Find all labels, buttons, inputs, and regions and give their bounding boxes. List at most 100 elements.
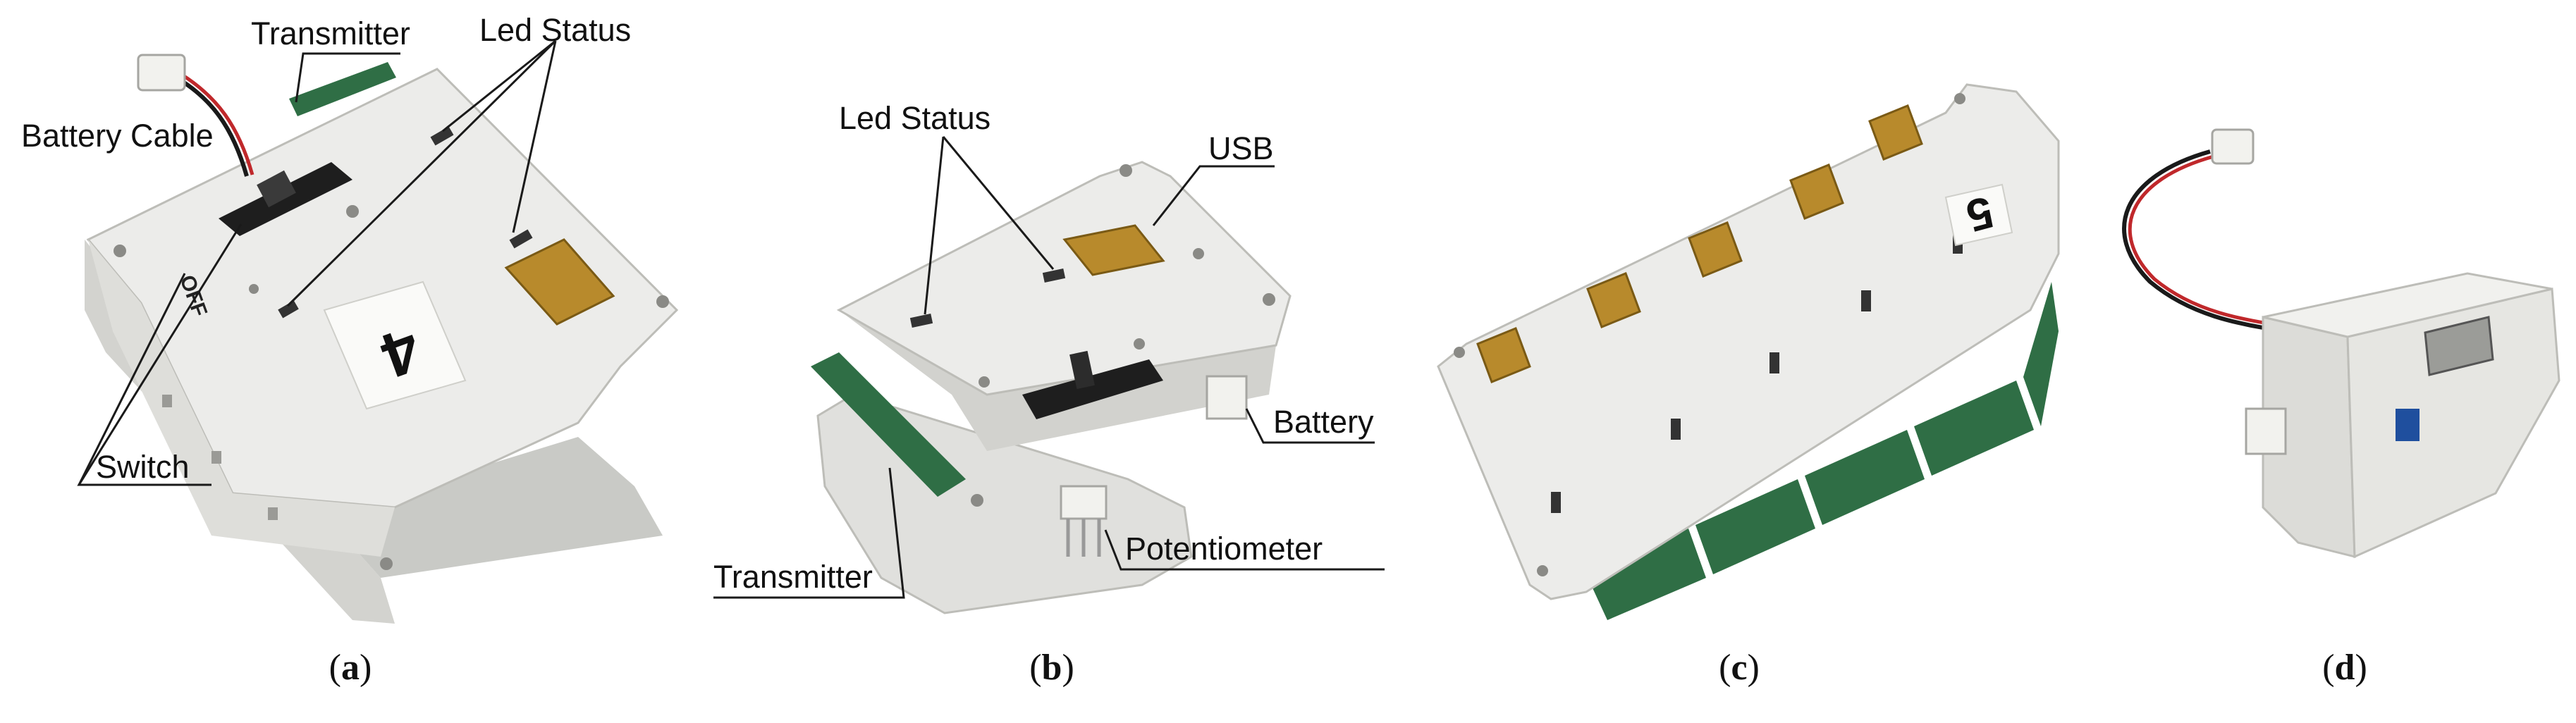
panel-c-number-tag	[1944, 183, 2013, 247]
panel-d-caption-letter: d	[2334, 648, 2355, 688]
panel-b-led-2	[1042, 268, 1066, 283]
panel-b-transmitter-pcb	[811, 352, 966, 497]
panel-c-device: 5	[1437, 83, 2060, 620]
panel-b-screw	[979, 376, 990, 388]
panel-d-side-connector	[2245, 407, 2287, 455]
panel-a-flange	[88, 240, 395, 557]
panel-a-screw	[380, 557, 393, 570]
panel-b-led-leader-2	[942, 136, 1055, 270]
panel-d-caption: (d)	[2322, 650, 2367, 686]
panel-b-caption-close: )	[1062, 648, 1074, 688]
panel-c-pcb	[1914, 381, 2034, 476]
panel-c-led	[1551, 492, 1561, 513]
panel-b-potentiometer	[1060, 485, 1108, 520]
panel-b-potentiometer-label: Potentiometer	[1125, 531, 1323, 567]
panel-a-switch-label: Switch	[96, 449, 190, 485]
panel-a-usb-port	[504, 238, 615, 326]
panel-d-box-top	[2262, 272, 2553, 338]
panel-b-switch	[1022, 359, 1163, 419]
panel-b-screw	[1134, 338, 1145, 350]
panel-b-screw	[1120, 164, 1132, 177]
panel-b-device	[811, 161, 1292, 614]
panel-b-screw	[1263, 293, 1275, 306]
panel-a-side-hole	[162, 395, 172, 407]
panel-a-caption-open: (	[329, 648, 341, 688]
panel-c-led	[1770, 352, 1779, 373]
panel-b-usb-leader	[1152, 165, 1275, 226]
panel-c-caption: (c)	[1719, 650, 1760, 686]
panel-b-potentiometer-leader	[1104, 529, 1385, 571]
panel-d-device	[2122, 128, 2560, 559]
panel-b-usb-label: USB	[1208, 130, 1274, 166]
panel-b-usb-port	[1062, 224, 1165, 276]
panel-a-screw	[656, 295, 669, 308]
panel-b-caption: (b)	[1029, 650, 1074, 686]
panel-c-usb-port	[1586, 272, 1641, 328]
panel-c-usb-port	[1868, 104, 1923, 161]
panel-b-body-side	[839, 310, 1276, 451]
panel-a-led-leader-2	[512, 40, 557, 233]
panel-a-led-1	[430, 126, 454, 146]
panel-b-battery-leader	[1245, 408, 1375, 444]
panel-c-usb-port	[1789, 163, 1844, 220]
panel-b-screw	[971, 494, 983, 507]
panel-d-caption-open: (	[2322, 648, 2335, 688]
panel-b-caption-letter: b	[1041, 648, 1062, 688]
panel-a-body-shadow	[141, 310, 663, 578]
panel-a-leader-lines	[77, 39, 557, 486]
panel-d-caption-close: )	[2355, 648, 2367, 688]
panel-a-battery-cable	[175, 75, 249, 177]
panel-a-screw	[346, 205, 359, 218]
panel-a-switch	[219, 162, 352, 236]
panel-a-switch-knob	[257, 170, 296, 208]
panel-d-cable	[2122, 149, 2285, 333]
panel-c-pcb	[1805, 430, 1925, 525]
panel-b-switch-knob	[1069, 350, 1095, 390]
panel-a-side-hole	[268, 507, 278, 520]
panel-a-device: 4 OFF	[85, 54, 679, 624]
panel-b-transmitter-leader	[713, 467, 905, 599]
panel-b-battery-connector	[1206, 375, 1248, 420]
panel-c-usb-port	[1688, 221, 1743, 278]
panel-c-caption-close: )	[1747, 648, 1760, 688]
panel-d-led-module	[2396, 409, 2419, 441]
panel-a-led-status-label: Led Status	[479, 12, 632, 48]
panel-c-usb-port	[1476, 327, 1531, 383]
panel-d-usb-port	[2424, 316, 2494, 376]
panel-a-transmitter-label: Transmitter	[251, 16, 410, 51]
panel-b-transmitter-label: Transmitter	[713, 559, 873, 595]
panel-b-battery-label: Battery	[1273, 404, 1374, 440]
panel-b-leader-lines	[713, 136, 1385, 599]
panel-c-board	[1437, 83, 2060, 600]
panel-a-battery-connector	[137, 54, 186, 92]
panel-a-caption-close: )	[360, 648, 372, 688]
panel-a-screw	[249, 284, 259, 294]
panel-c-pcb	[1695, 479, 1815, 574]
panel-a-led-3	[278, 300, 299, 319]
panel-c-caption-open: (	[1719, 648, 1731, 688]
panel-a-switch-leader-2	[78, 273, 186, 486]
panel-b-led-1	[909, 314, 933, 328]
panel-c-screw	[1954, 93, 1965, 104]
panel-c-pcb	[1586, 529, 1706, 620]
panel-c-led	[1671, 419, 1681, 440]
panel-a-caption: (a)	[329, 650, 372, 686]
panel-a-led-2	[509, 229, 533, 249]
panel-c-led	[1861, 290, 1871, 311]
panel-c-screw	[1537, 565, 1548, 576]
panel-b-caption-open: (	[1029, 648, 1042, 688]
panel-a-screw	[114, 245, 126, 257]
panel-a-side-hole	[211, 451, 221, 464]
panel-c-caption-letter: c	[1731, 648, 1748, 688]
panel-d-cable-red	[2128, 154, 2288, 328]
panel-a-transmitter-leader	[295, 52, 400, 103]
panel-a-led-leader-3	[286, 39, 557, 307]
panel-a-battery-cable-label: Battery Cable	[21, 118, 214, 154]
panel-a-transmitter-pcb	[289, 62, 396, 116]
panel-a-led-leader-1	[442, 39, 556, 132]
panel-b-screw	[1193, 248, 1204, 259]
panel-b-led-leader-1	[924, 136, 945, 315]
panel-a-battery-cable-red	[180, 73, 254, 175]
